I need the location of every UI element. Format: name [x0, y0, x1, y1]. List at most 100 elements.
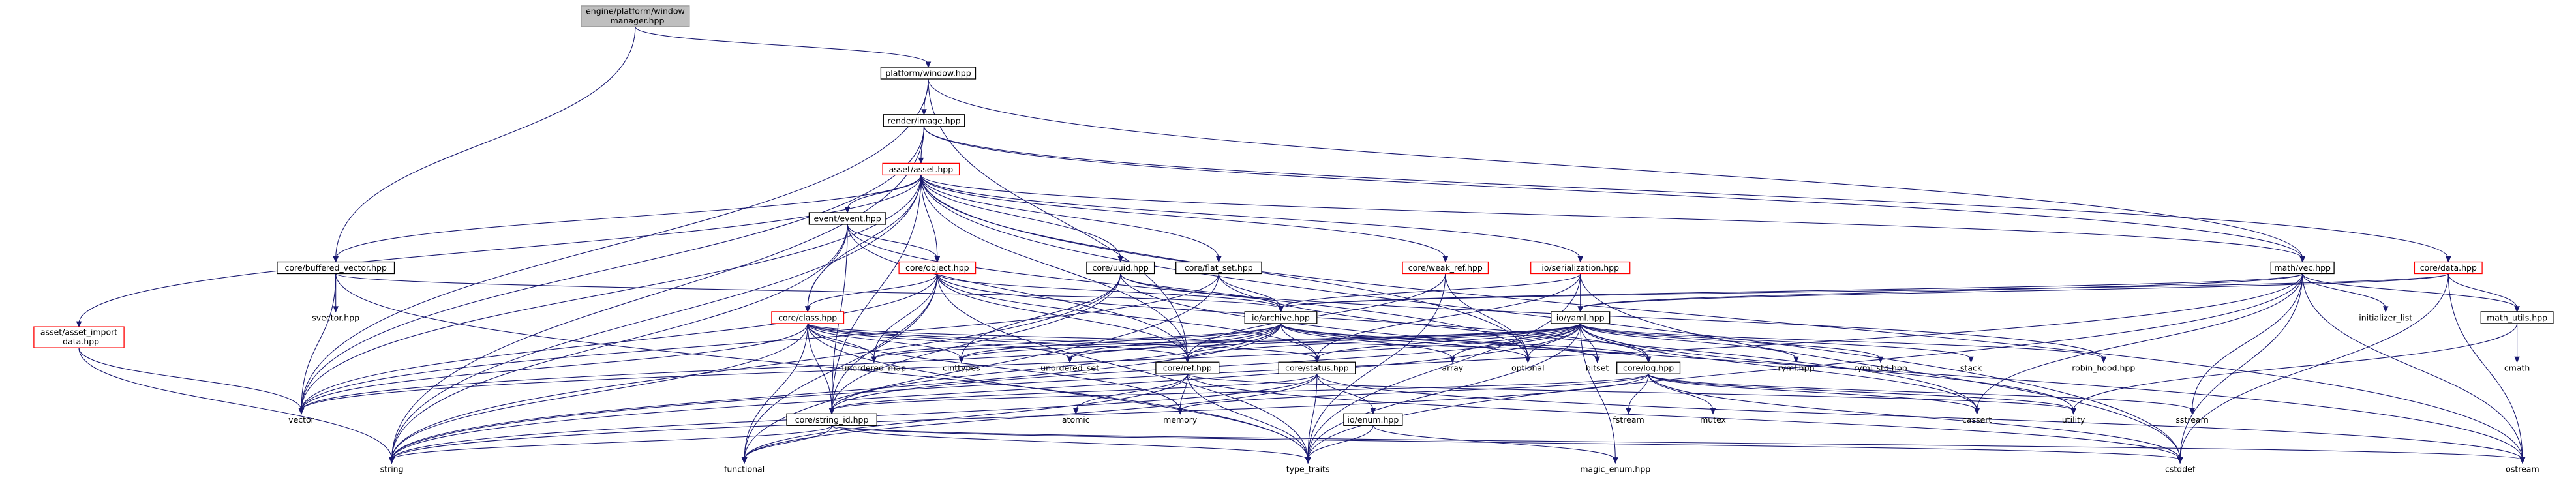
arrowhead [921, 109, 927, 116]
node-magicenum: magic_enum.hpp [1580, 464, 1650, 474]
edge-window-to-image [921, 78, 929, 116]
node-svector: svector.hpp [312, 312, 359, 322]
node-mathutils[interactable]: math_utils.hpp [2480, 311, 2554, 324]
node-ref[interactable]: core/ref.hpp [1155, 361, 1220, 374]
node-label: core/ref.hpp [1163, 363, 1212, 373]
edge-class-to-unmap [807, 323, 877, 363]
edge-yaml-to-rymlstd [1580, 323, 1884, 363]
node-status[interactable]: core/status.hpp [1278, 361, 1356, 374]
arrowhead [1793, 356, 1799, 363]
node-cassert: cassert [1962, 415, 1992, 425]
edge-line [2302, 273, 2523, 460]
node-box [882, 162, 960, 176]
edge-line [831, 425, 2181, 460]
edge-class-to-status [807, 323, 1320, 363]
node-archive[interactable]: io/archive.hpp [1244, 311, 1318, 324]
node-window[interactable]: platform/window.hpp [880, 67, 977, 80]
arrowhead [1314, 356, 1320, 363]
node-label: cassert [1962, 415, 1992, 425]
edge-uuid-to-cinttypes [958, 273, 1121, 363]
edge-line [744, 273, 938, 460]
edge-asset-to-assetimp [76, 175, 922, 328]
node-root[interactable]: engine/platform/window_manager.hpp [581, 5, 690, 27]
arrowhead [741, 457, 748, 464]
node-label: core/data.hpp [2420, 263, 2477, 273]
node-serial[interactable]: io/serialization.hpp [1530, 261, 1631, 275]
node-label: platform/window.hpp [885, 68, 971, 78]
node-label: initializer_list [2359, 312, 2412, 322]
edge-line [1280, 273, 2303, 309]
node-box [1343, 413, 1403, 426]
edge-strid-to-typetraits [831, 425, 1311, 464]
node-mathvec[interactable]: math/vec.hpp [2270, 261, 2335, 275]
node-mutex: mutex [1700, 415, 1726, 425]
node-cstddef: cstddef [2165, 464, 2196, 474]
node-box [2270, 261, 2335, 275]
node-label: core/class.hpp [778, 312, 837, 322]
edge-line [1280, 273, 2449, 309]
node-label: type_traits [1286, 464, 1330, 474]
node-flatset[interactable]: core/flat_set.hpp [1175, 261, 1262, 275]
edge-line [744, 374, 1318, 460]
node-image[interactable]: render/image.hpp [883, 114, 965, 127]
arrowhead [1645, 356, 1652, 363]
edge-line [831, 273, 938, 411]
node-class[interactable]: core/class.hpp [771, 311, 845, 324]
node-event[interactable]: event/event.hpp [808, 212, 886, 225]
edge-line [301, 78, 929, 411]
node-box [1551, 311, 1611, 324]
edge-line [1580, 323, 1978, 411]
node-asset[interactable]: asset/asset.hpp [882, 162, 960, 176]
edge-root-to-buffvec [333, 26, 636, 263]
edge-line [1307, 273, 1581, 460]
edge-line [1316, 374, 1374, 411]
edge-line [2302, 273, 2518, 309]
node-box [1155, 361, 1220, 374]
edge-line [807, 323, 1649, 359]
edge-line [1307, 425, 1374, 460]
node-yaml[interactable]: io/yaml.hpp [1551, 311, 1611, 324]
edge-line [301, 323, 1581, 411]
node-weakref[interactable]: core/weak_ref.hpp [1402, 261, 1489, 275]
node-label: bitset [1586, 363, 1609, 373]
node-buffvec[interactable]: core/buffered_vector.hpp [277, 261, 395, 275]
edge-line [2073, 323, 2518, 411]
node-box [1402, 261, 1489, 275]
edge-asset-to-buffvec [333, 175, 922, 263]
arrowhead [1073, 408, 1079, 415]
edge-class-to-log [807, 323, 1652, 363]
arrowhead [958, 356, 965, 363]
arrowhead [389, 457, 395, 464]
edge-line [1187, 374, 2181, 460]
edge-mathvec-to-archive [1278, 273, 2303, 313]
node-label: core/string_id.hpp [795, 415, 869, 425]
node-rymlstd: ryml_std.hpp [1854, 363, 1907, 373]
edge-line [1307, 374, 1318, 460]
node-coredata[interactable]: core/data.hpp [2414, 261, 2483, 275]
edge-line [744, 374, 1188, 460]
edge-line [920, 175, 1446, 259]
node-label: event/event.hpp [814, 214, 881, 224]
node-strid[interactable]: core/string_id.hpp [786, 413, 877, 426]
node-log[interactable]: core/log.hpp [1616, 361, 1681, 374]
edge-line [1280, 323, 1453, 359]
node-enumhpp[interactable]: io/enum.hpp [1343, 413, 1403, 426]
edge-status-to-enumhpp [1316, 374, 1376, 415]
edge-line [1648, 374, 1714, 411]
edge-log-to-cassert [1648, 373, 1980, 415]
node-label: unordered_set [1040, 363, 1099, 373]
edge-line [920, 175, 1121, 259]
edge-line [847, 224, 1188, 359]
node-uuid[interactable]: core/uuid.hpp [1086, 261, 1155, 275]
node-assetimp[interactable]: asset/asset_import_data.hpp [33, 326, 125, 348]
edge-log-to-utility [1648, 373, 2076, 415]
node-bitset: bitset [1586, 363, 1609, 373]
node-label: string [380, 464, 404, 474]
node-utility: utility [2062, 415, 2085, 425]
node-object[interactable]: core/object.hpp [898, 261, 977, 275]
edge-log-to-sstream [1648, 373, 2195, 415]
arrowhead [2382, 306, 2389, 313]
edge-line [2179, 273, 2303, 460]
node-label: core/status.hpp [1285, 363, 1349, 373]
node-label: _data.hpp [58, 337, 99, 346]
